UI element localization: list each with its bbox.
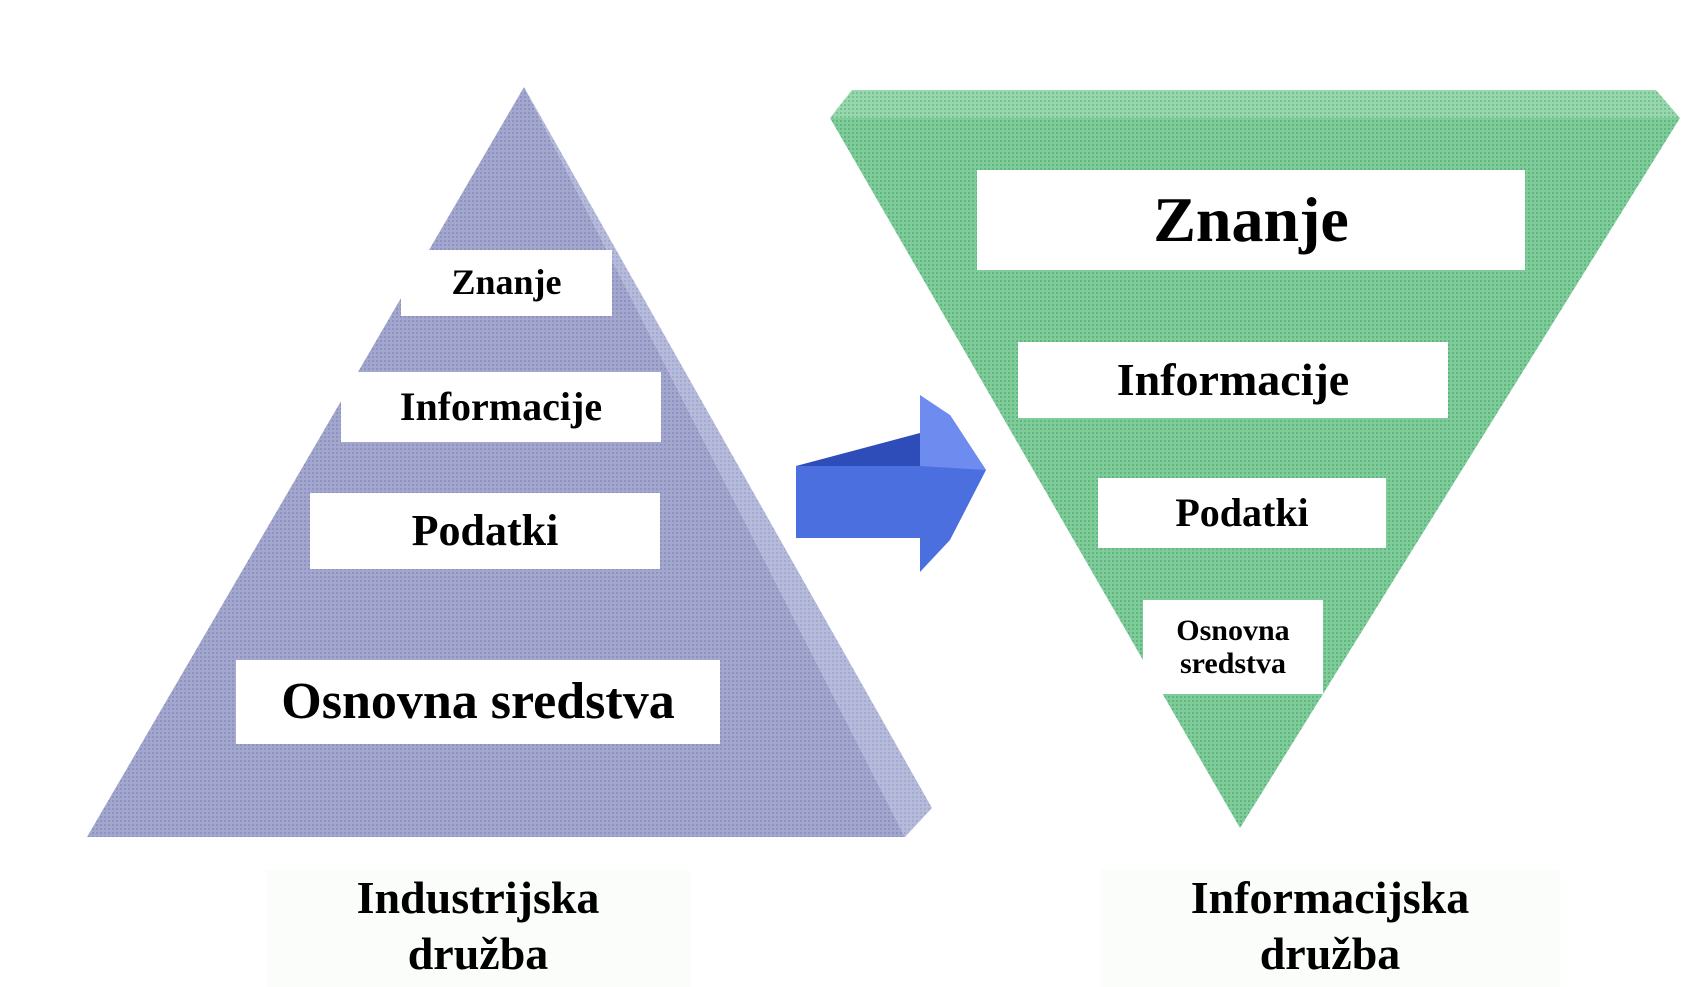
information-level-podatki: Podatki xyxy=(1098,478,1386,548)
information-level-osnovna-sredstva: Osnovna sredstva xyxy=(1143,600,1323,694)
inverted-pyramid-top-face xyxy=(830,90,1680,118)
information-caption-line2: družba xyxy=(1259,928,1401,979)
industrial-level-podatki: Podatki xyxy=(310,493,660,569)
industrial-level-znanje: Znanje xyxy=(401,250,612,316)
industrial-caption-line2: družba xyxy=(407,928,549,979)
arrow-right-icon xyxy=(796,395,986,572)
industrial-caption-line1: Industrijska xyxy=(356,872,600,923)
information-level-osnovna-line2: sredstva xyxy=(1179,647,1287,680)
information-level-informacije: Informacije xyxy=(1018,342,1448,418)
inverted-pyramid-front-face xyxy=(830,118,1680,828)
information-level-znanje: Znanje xyxy=(977,170,1525,270)
industrial-level-osnovna-sredstva: Osnovna sredstva xyxy=(236,660,720,744)
industrial-level-informacije: Informacije xyxy=(341,372,661,442)
pyramid-front-face xyxy=(87,87,905,837)
industrial-caption: Industrijska družba xyxy=(266,870,690,987)
information-level-osnovna-line1: Osnovna xyxy=(1176,614,1290,647)
information-caption-line1: Informacijska xyxy=(1190,872,1470,923)
information-caption: Informacijska družba xyxy=(1100,870,1560,987)
pyramid-side-face xyxy=(524,87,932,837)
